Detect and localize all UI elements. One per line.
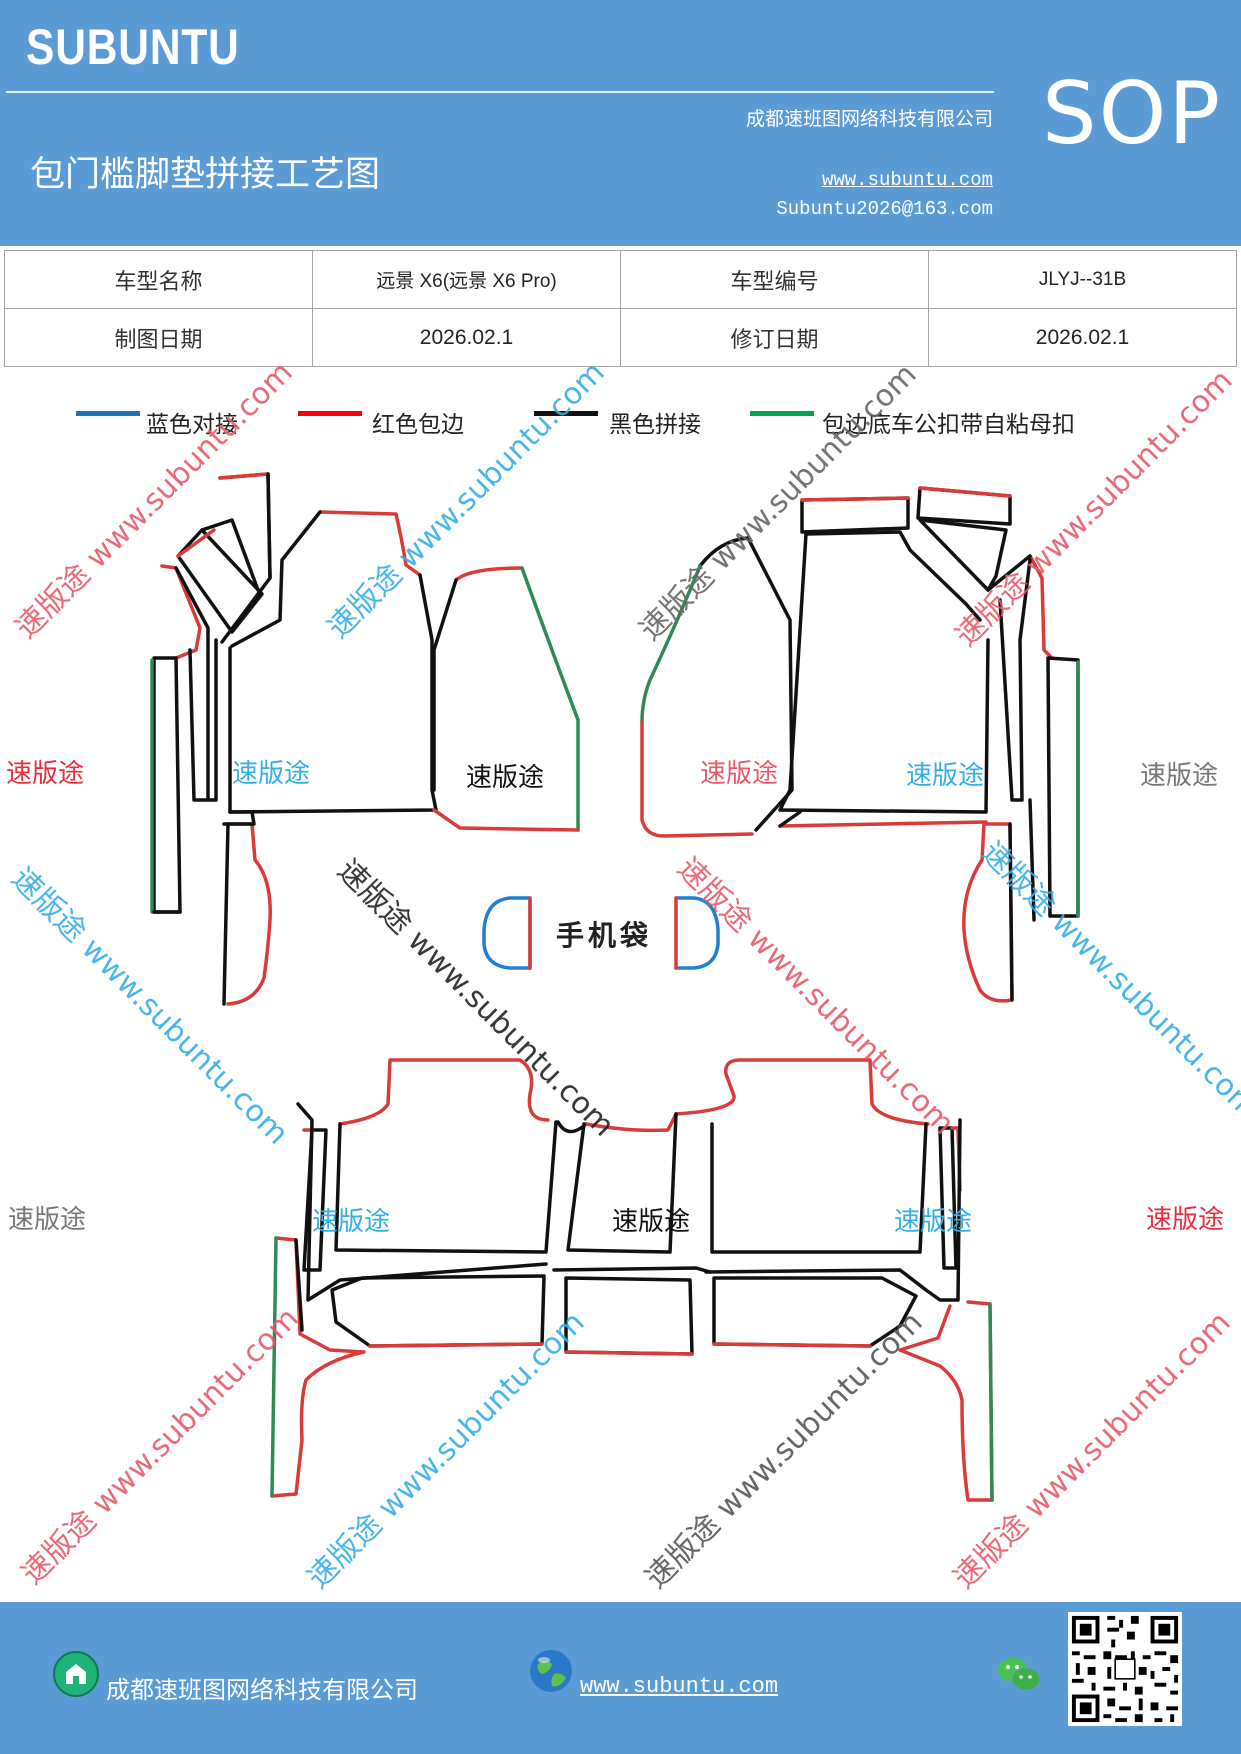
legend-swatch-green	[750, 411, 814, 416]
front-right-mat	[640, 486, 1080, 1003]
label-model-code: 车型编号	[620, 250, 929, 309]
document-title: 包门槛脚垫拼接工艺图	[30, 155, 381, 195]
watermark-brand: 速版途	[1146, 1205, 1224, 1235]
watermark-brand: 速版途	[894, 1207, 972, 1237]
footer-company-name: 成都速班图网络科技有限公司	[106, 1676, 418, 1704]
watermark-diagonal: 速版途 www.subuntu.com	[974, 835, 1241, 1126]
watermark-brand: 速版途	[906, 761, 984, 791]
qr-code-pattern	[1071, 1615, 1179, 1723]
watermark-brand: 速版途	[8, 1205, 86, 1235]
legend-swatch-blue	[76, 411, 140, 416]
globe-icon	[530, 1650, 572, 1692]
watermark-diagonal: 速版途 www.subuntu.com	[15, 1301, 306, 1592]
legend-swatch-red	[298, 411, 362, 416]
sop-badge: SOP	[1042, 64, 1223, 164]
header-divider	[6, 91, 994, 93]
header-company-name: 成都速班图网络科技有限公司	[745, 108, 993, 130]
watermark-diagonal: 速版途 www.subuntu.com	[301, 1305, 592, 1596]
watermark-brand: 速版途	[232, 759, 310, 789]
value-draw-date: 2026.02.1	[312, 308, 621, 367]
label-model-name: 车型名称	[4, 250, 313, 309]
table-row: 制图日期 2026.02.1 修订日期 2026.02.1	[4, 308, 1237, 367]
legend-label-blue: 蓝色对接	[146, 412, 238, 438]
watermark-diagonal: 速版途 www.subuntu.com	[639, 1305, 930, 1596]
legend-label-red: 红色包边	[372, 412, 464, 438]
legend-label-black: 黑色拼接	[609, 412, 701, 438]
watermark-diagonal: 速版途 www.subuntu.com	[670, 851, 961, 1142]
watermark-brand: 速版途	[312, 1207, 390, 1237]
watermark-diagonal: 速版途 www.subuntu.com	[949, 363, 1240, 654]
watermark-brand: 速版途	[1140, 761, 1218, 791]
phone-bag-diagram	[482, 896, 720, 970]
footer-website-link[interactable]: www.subuntu.com	[580, 1674, 779, 1699]
header-banner	[0, 0, 1241, 246]
qr-code	[1068, 1612, 1182, 1726]
header-website-link[interactable]: www.subuntu.com	[821, 169, 993, 191]
company-icon	[53, 1651, 99, 1697]
vehicle-info-table: 车型名称 远景 X6(远景 X6 Pro) 车型编号 JLYJ--31B 制图日…	[4, 250, 1237, 367]
value-model-name: 远景 X6(远景 X6 Pro)	[312, 250, 621, 309]
label-revise-date: 修订日期	[620, 308, 929, 367]
watermark-diagonal: 速版途 www.subuntu.com	[321, 355, 612, 646]
rear-mat	[270, 1058, 994, 1502]
watermark-brand: 速版途	[466, 763, 544, 793]
phone-bag-label: 手机袋	[556, 919, 652, 952]
brand-logo: SUBUNTU	[26, 19, 240, 75]
watermark-diagonal: 速版途 www.subuntu.com	[4, 861, 295, 1152]
wechat-icon[interactable]	[996, 1654, 1042, 1694]
value-revise-date: 2026.02.1	[928, 308, 1237, 367]
watermark-brand: 速版途	[6, 759, 84, 789]
label-draw-date: 制图日期	[4, 308, 313, 367]
watermark-brand: 速版途	[700, 759, 778, 789]
legend-label-green: 包边底车公扣带自粘母扣	[822, 412, 1075, 438]
header-email: Subuntu2026@163.com	[776, 198, 993, 220]
watermark-diagonal: 速版途 www.subuntu.com	[633, 357, 924, 648]
front-left-mat	[150, 472, 580, 1006]
legend-swatch-black	[534, 411, 598, 416]
watermark-diagonal: 速版途 www.subuntu.com	[330, 853, 621, 1144]
watermark-brand: 速版途	[612, 1207, 690, 1237]
